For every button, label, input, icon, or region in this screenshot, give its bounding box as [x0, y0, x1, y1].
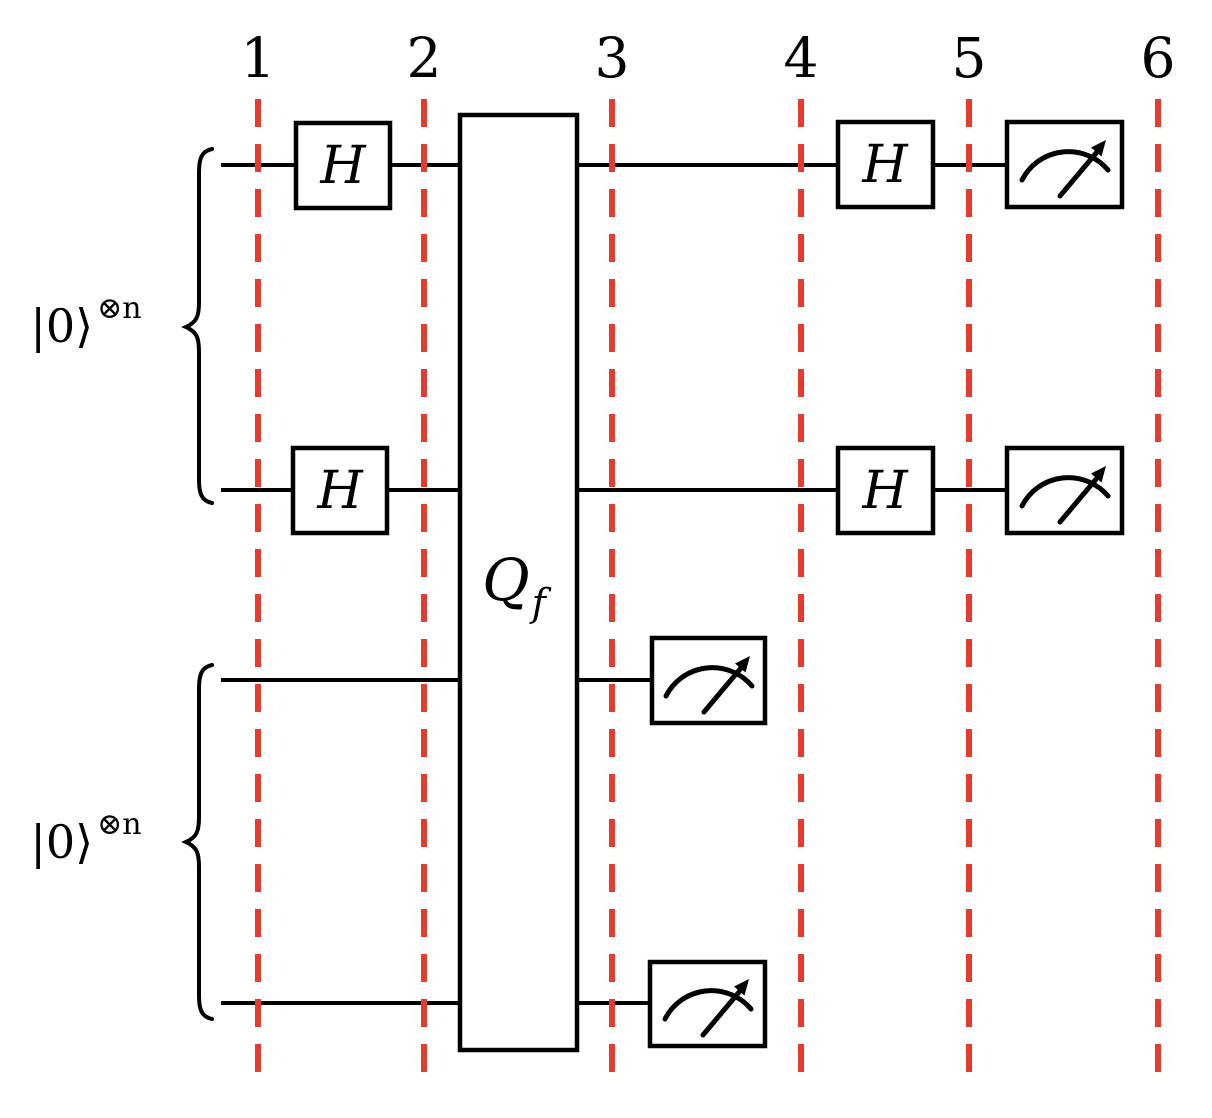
register-label-bottom: |0⟩⊗n: [30, 807, 141, 869]
measurement-gate-wire2: [1004, 445, 1125, 536]
qubit-wires: [221, 163, 1010, 1005]
oracle-box: [457, 112, 580, 1053]
hadamard-label: H: [861, 461, 909, 521]
hadamard-box: [293, 120, 393, 211]
hadamard-box: [835, 445, 936, 536]
register-brace-top: [181, 147, 214, 505]
register-label-top: |0⟩⊗n: [30, 291, 141, 353]
hadamard-label: H: [319, 136, 367, 196]
barrier-label-5: 5: [952, 26, 987, 90]
measurement-gate-wire3: [649, 635, 768, 726]
measurement-gate-wire1: [1004, 119, 1125, 210]
hadamard-box: [290, 445, 390, 536]
hadamard-gate-wire2-right: H: [835, 445, 936, 536]
hadamard-gate-wire1-right: H: [835, 119, 936, 210]
measurement-gate-wire4: [647, 959, 768, 1049]
hadamard-gate-wire2-left: H: [290, 445, 390, 536]
barrier-label-2: 2: [407, 26, 442, 90]
barrier-labels: 1 2 3 4 5 6: [241, 26, 1176, 90]
hadamard-gate-wire1-left: H: [293, 120, 393, 211]
hadamard-label: H: [316, 461, 364, 521]
barrier-label-4: 4: [784, 26, 819, 90]
barrier-label-3: 3: [595, 26, 630, 90]
barrier-lines: [255, 99, 1161, 1073]
hadamard-label: H: [861, 135, 909, 195]
register-brace-bottom: [181, 663, 214, 1021]
hadamard-box: [835, 119, 936, 210]
oracle-gate: Qf: [457, 112, 580, 1053]
barrier-label-6: 6: [1141, 26, 1176, 90]
barrier-label-1: 1: [241, 26, 276, 90]
